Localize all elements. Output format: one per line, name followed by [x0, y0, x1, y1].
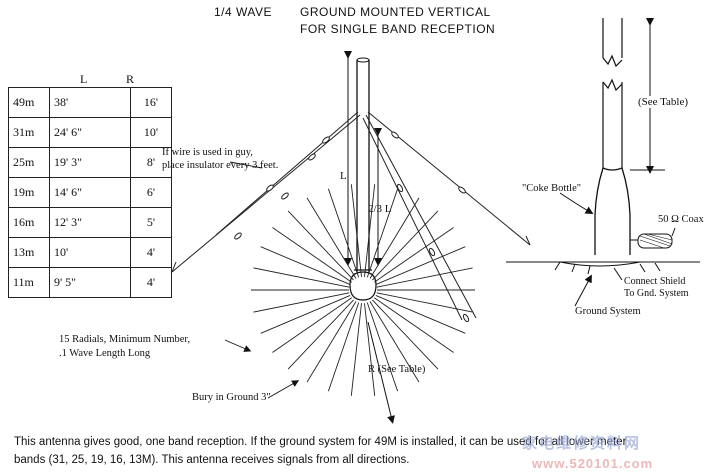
title-single-band: FOR SINGLE BAND RECEPTION [300, 22, 496, 36]
radial-wire [253, 267, 350, 288]
radial-cell: 16' [130, 87, 172, 118]
label-l: L [340, 170, 347, 182]
ground-radials [251, 184, 475, 396]
radial-wire [376, 292, 473, 313]
band-cell: 49m [8, 87, 50, 118]
radial-cell: 6' [130, 177, 172, 208]
radial-cell: 4' [130, 237, 172, 268]
radial-wire [366, 188, 399, 278]
radial-wire [253, 292, 350, 313]
label-ground-system: Ground System [575, 306, 641, 317]
length-cell: 10' [49, 237, 131, 268]
footer-text: This antenna gives good, one band recept… [14, 433, 704, 469]
radial-wire [369, 197, 420, 279]
guy-note-line1: If wire is used in guy, [162, 147, 253, 158]
band-cell: 19m [8, 177, 50, 208]
radial-wire [260, 294, 351, 334]
radial-wire [366, 302, 399, 392]
radial-wire [376, 267, 473, 288]
guy-note: If wire is used in guy, place insulator … [162, 146, 278, 172]
radials-note-line1: 15 Radials, Minimum Number, [59, 334, 191, 345]
title-ground-mounted: GROUND MOUNTED VERTICAL [300, 5, 491, 19]
label-r-see-table: R (See Table) [368, 364, 426, 375]
coke-bottle-leader [559, 192, 594, 215]
radial-cell: 10' [130, 117, 172, 148]
guy-stakes [171, 235, 531, 273]
length-cell: 24' 6" [49, 117, 131, 148]
radial-wire [306, 197, 357, 279]
title-quarter-wave: 1/4 WAVE [214, 5, 273, 19]
radial-wire [272, 227, 352, 283]
radial-dimension [367, 321, 395, 424]
radial-wire [372, 299, 439, 370]
band-cell: 16m [8, 207, 50, 238]
coke-bottle-insulator [594, 167, 631, 255]
radial-wire [260, 246, 351, 286]
label-two-thirds-l: 2/3 L [368, 203, 392, 215]
radial-wire [350, 184, 362, 277]
radial-wire [372, 210, 439, 281]
radial-cell: 8' [130, 147, 172, 178]
radial-wire [327, 188, 360, 278]
length-cell: 9' 5" [49, 267, 131, 298]
label-bury: Bury in Ground 3" [192, 392, 271, 403]
radial-wire [375, 246, 466, 286]
label-coax: 50 Ω Coax [658, 214, 704, 225]
radial-wire [327, 302, 360, 392]
band-cell: 11m [8, 267, 50, 298]
radials-note: 15 Radials, Minimum Number, .1 Wave Leng… [59, 333, 190, 361]
label-coke-bottle: "Coke Bottle" [522, 183, 582, 194]
shield-note-line1: Connect Shield [624, 276, 686, 287]
radial-wire [375, 294, 466, 334]
watermark-url: www.520101.com [532, 456, 654, 471]
label-see-table: (See Table) [636, 96, 691, 108]
detail-mast [602, 18, 623, 168]
radial-cell: 4' [130, 267, 172, 298]
radial-wire [364, 303, 376, 396]
footer-line1: This antenna gives good, one band recept… [14, 436, 627, 448]
coax-cable [630, 227, 676, 249]
shield-note: Connect Shield To Gnd. System [624, 276, 689, 300]
length-cell: 19' 3" [49, 147, 131, 178]
radial-wire [374, 297, 454, 353]
radial-wire [272, 297, 352, 353]
radial-wire [369, 301, 420, 383]
radial-wire [364, 184, 376, 277]
band-cell: 13m [8, 237, 50, 268]
band-cell: 31m [8, 117, 50, 148]
radial-wire [287, 299, 354, 370]
vertical-mast [356, 57, 370, 272]
radial-cell: 5' [130, 207, 172, 238]
detail-ground [506, 261, 700, 307]
radial-wire [374, 227, 454, 283]
col-header-l: L [80, 72, 88, 86]
footer-line2: bands (31, 25, 19, 16, 13M). This antenn… [14, 454, 410, 466]
watermark-text: 家电维修资料网 [522, 435, 642, 452]
guy-insulators [234, 131, 470, 323]
leader-lines [224, 161, 300, 399]
length-cell: 12' 3" [49, 207, 131, 238]
radial-wire [306, 301, 357, 383]
length-cell: 14' 6" [49, 177, 131, 208]
guy-note-line2: place insulator every 3 feet. [162, 160, 279, 171]
col-header-r: R [126, 72, 135, 86]
radial-wire [350, 303, 362, 396]
shield-note-line2: To Gnd. System [624, 288, 689, 299]
band-cell: 25m [8, 147, 50, 178]
length-cell: 38' [49, 87, 131, 118]
radial-wire [287, 210, 354, 281]
radials-note-line2: .1 Wave Length Long [59, 348, 151, 359]
